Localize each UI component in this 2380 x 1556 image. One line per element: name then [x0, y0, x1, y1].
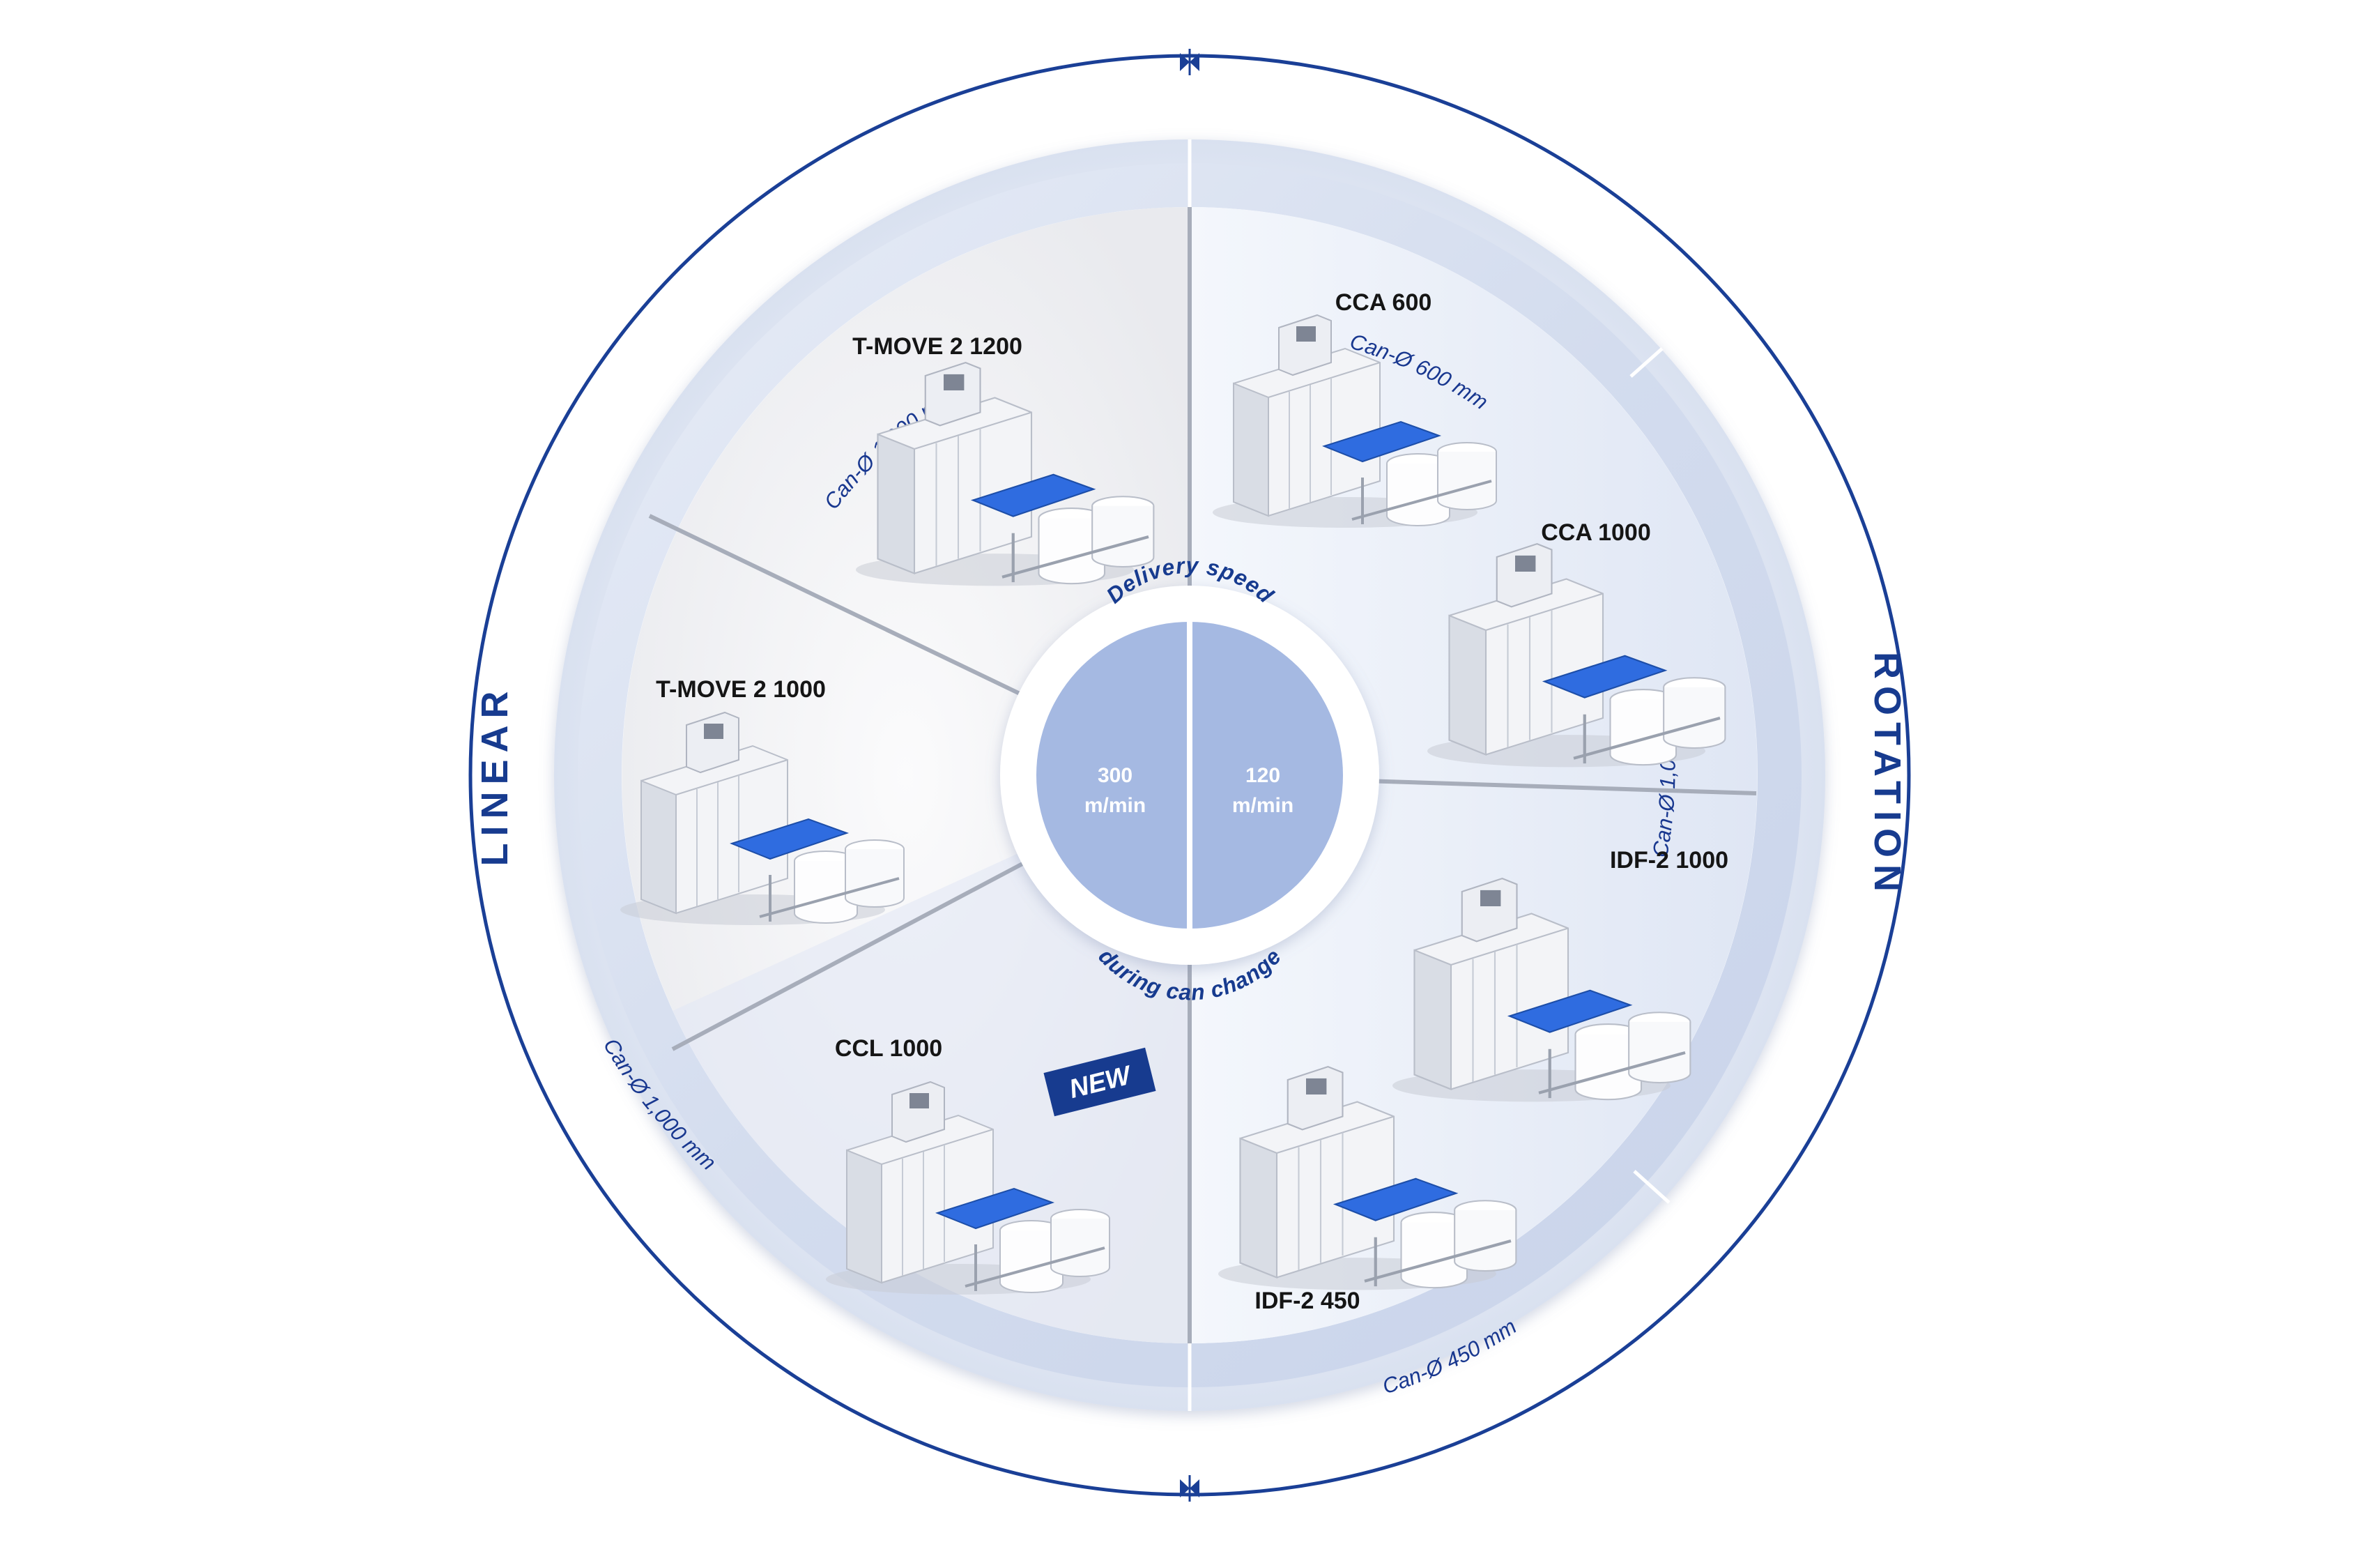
linear-speed-value: 300 [1098, 764, 1133, 787]
machine-ccl-1000: CCL 1000 [824, 1035, 1111, 1296]
rotation-speed-unit: m/min [1232, 794, 1293, 817]
machine-idf2-450: IDF-2 450 [1218, 1067, 1516, 1314]
machine-name: T-MOVE 2 1200 [852, 333, 1022, 360]
machine-name: T-MOVE 2 1000 [656, 676, 826, 703]
machine-idf2-1000: IDF-2 1000 [1392, 847, 1728, 1101]
machine-name: IDF-2 450 [1254, 1288, 1360, 1314]
machine-cca-600: CCA 600 [1211, 289, 1498, 529]
rotation-label: ROTATION [1866, 652, 1908, 899]
machine-name: CCL 1000 [835, 1035, 942, 1062]
new-badge: NEW [1043, 1047, 1156, 1117]
linear-label: LINEAR [474, 685, 516, 867]
machine-name: IDF-2 1000 [1610, 847, 1728, 874]
linear-speed-unit: m/min [1084, 794, 1146, 817]
machine-name: CCA 600 [1335, 289, 1432, 316]
machine-tmove2-1000: T-MOVE 2 1000 [619, 676, 905, 926]
machine-tmove2-1200: T-MOVE 2 1200 [852, 333, 1153, 586]
outer-ring [468, 49, 1911, 1502]
delivery-speed-hub: Delivery speed during can change 300 m/m… [1000, 553, 1379, 1005]
machine-name: CCA 1000 [1541, 519, 1650, 546]
machine-cca-1000: CCA 1000 [1427, 519, 1725, 767]
rotation-speed-value: 120 [1245, 764, 1280, 787]
